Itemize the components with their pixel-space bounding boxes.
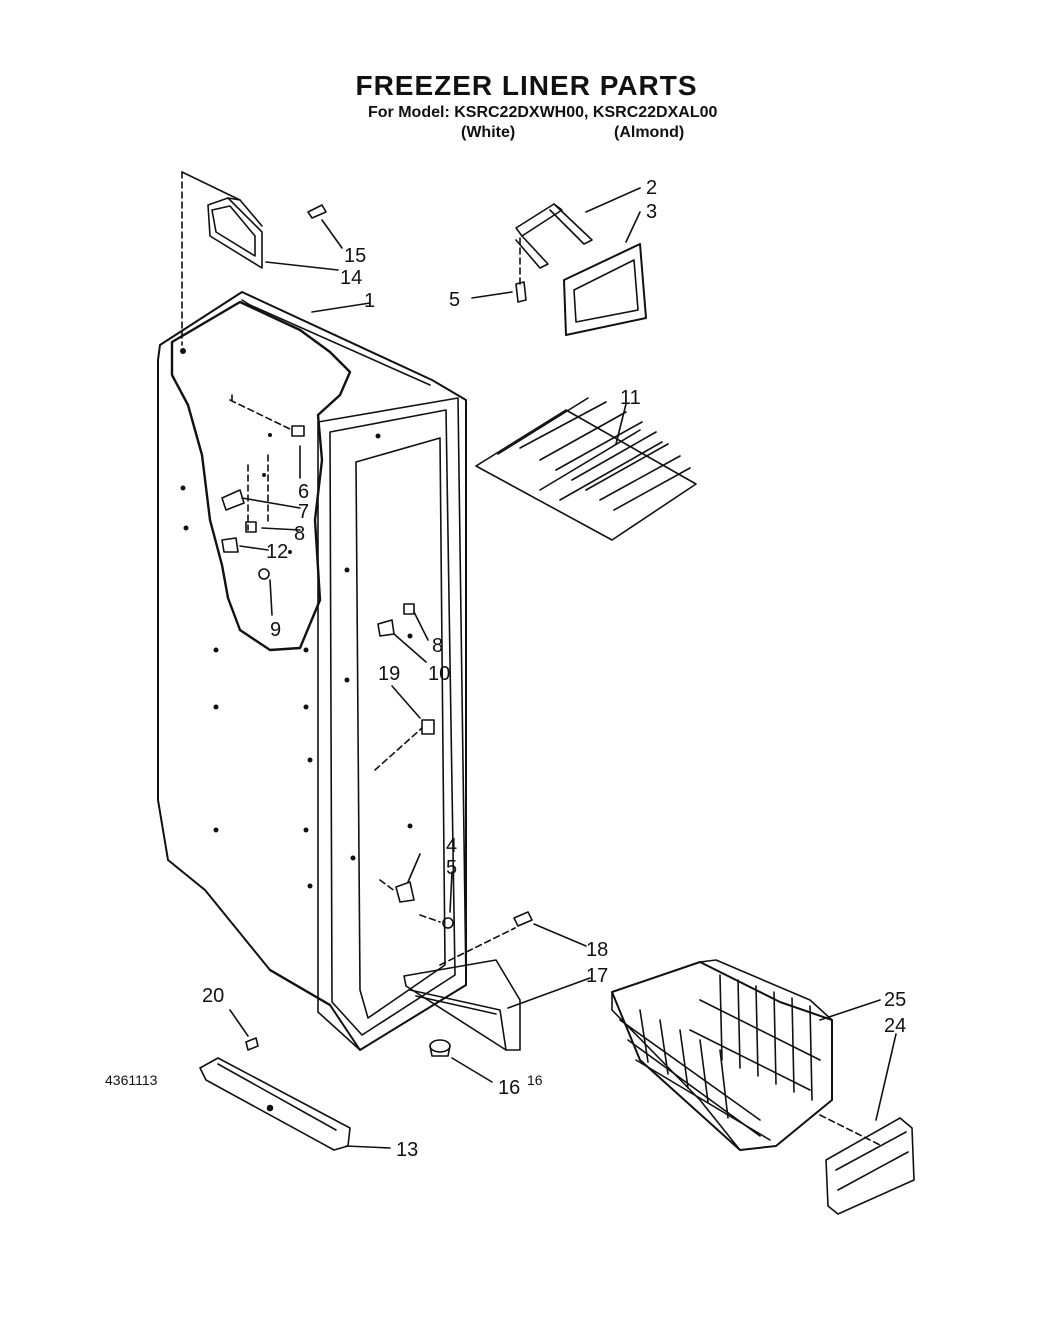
callout-labels: 1 2 3 4 5 5 6 7 8 8 9 10 11 12 13 14 15 … — [202, 177, 906, 1161]
callout-13: 13 — [396, 1139, 418, 1161]
leader-lines — [229, 187, 897, 1149]
callout-17: 17 — [586, 965, 608, 987]
callout-20: 20 — [202, 985, 224, 1007]
callout-3: 3 — [646, 201, 657, 223]
callout-4: 4 — [446, 835, 457, 857]
variant-white: (White) — [461, 124, 516, 141]
locator-lines — [181, 171, 881, 1146]
lower-hinge-bracket — [199, 1037, 351, 1151]
callout-5b: 5 — [446, 857, 457, 879]
callout-16: 16 — [498, 1077, 520, 1099]
wire-basket — [611, 959, 833, 1151]
callout-12: 12 — [266, 541, 288, 563]
callout-14: 14 — [340, 267, 362, 289]
callout-8b: 8 — [432, 635, 443, 657]
callout-25: 25 — [884, 989, 906, 1011]
callout-1: 1 — [364, 290, 375, 312]
variant-almond: (Almond) — [614, 124, 685, 141]
callout-5a: 5 — [449, 289, 460, 311]
plug-button — [429, 1039, 451, 1057]
callout-11: 11 — [620, 387, 641, 409]
shelf-bracket-assembly — [515, 203, 647, 336]
callout-24: 24 — [884, 1015, 906, 1037]
callout-15: 15 — [344, 245, 366, 267]
document-number: 4361113 — [105, 1072, 158, 1088]
freezer-liner — [157, 171, 881, 1146]
callout-8a: 8 — [294, 523, 305, 545]
basket-front-panel — [825, 1117, 915, 1215]
mounting-holes — [180, 348, 413, 889]
callout-10: 10 — [428, 663, 450, 685]
page-number: 16 — [527, 1072, 543, 1088]
drawer-cover — [403, 911, 533, 1051]
callout-2: 2 — [646, 177, 657, 199]
callout-7: 7 — [298, 501, 309, 523]
callout-6: 6 — [298, 481, 309, 503]
callout-19: 19 — [378, 663, 400, 685]
callout-9: 9 — [270, 619, 281, 641]
upper-hinge-bracket — [207, 197, 327, 269]
callout-18: 18 — [586, 939, 608, 961]
model-numbers: For Model: KSRC22DXWH00, KSRC22DXAL00 — [368, 104, 718, 121]
wire-shelf — [475, 397, 697, 541]
page-title: FREEZER LINER PARTS — [355, 70, 698, 101]
